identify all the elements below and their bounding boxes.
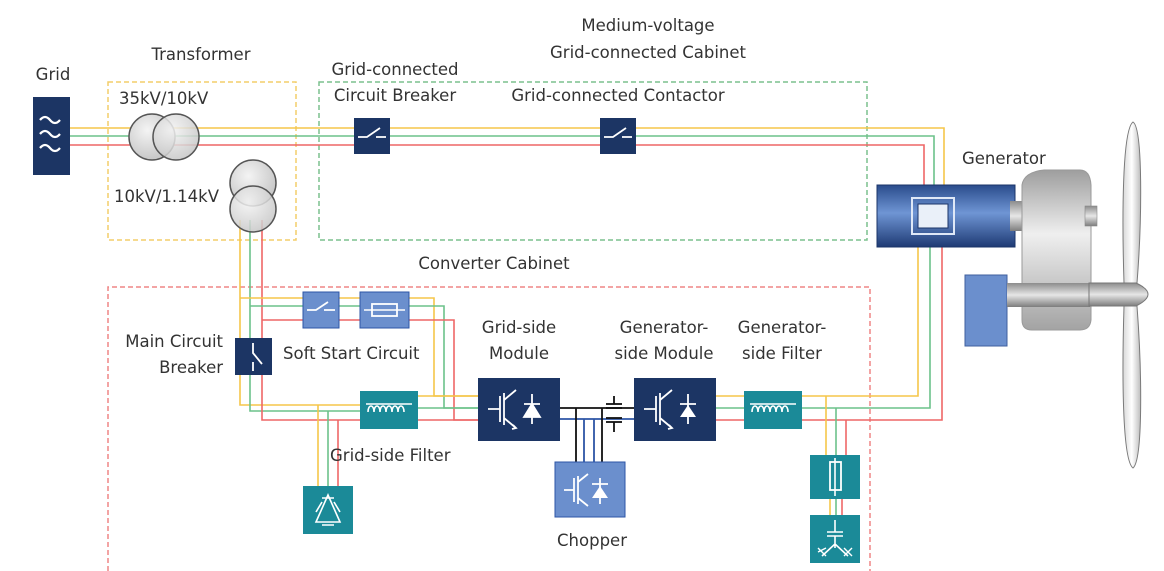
- dc-link: [560, 396, 634, 462]
- mv-cabinet-label-1: Medium-voltage: [581, 16, 715, 35]
- generator-side-module-label-2: side Module: [614, 344, 714, 363]
- soft-start-label: Soft Start Circuit: [283, 344, 420, 363]
- phase-b-gen: [802, 232, 931, 409]
- transformer-1-rating: 35kV/10kV: [119, 89, 209, 108]
- chopper-label: Chopper: [557, 531, 627, 550]
- rotor-blades-icon: [1088, 121, 1149, 469]
- grid-connected-contactor-icon: [600, 118, 636, 154]
- grid-side-module-label-1: Grid-side: [481, 318, 557, 337]
- generator-side-resistor-icon: [810, 455, 860, 499]
- grid-connected-breaker-label-2: Circuit Breaker: [333, 86, 457, 105]
- generator-side-capacitor-icon: [810, 515, 860, 563]
- transformer-2-icon: [229, 159, 277, 233]
- grid-side-filter-icon: [360, 391, 418, 429]
- soft-start-resistor-icon: [359, 291, 410, 329]
- generator-side-module-icon: [634, 378, 716, 441]
- generator-icon: [876, 184, 1032, 248]
- grid-side-capacitor-icon: [303, 486, 353, 534]
- grid-label: Grid: [35, 65, 71, 84]
- generator-label: Generator: [962, 149, 1046, 168]
- grid-connected-contactor-label: Grid-connected Contactor: [511, 86, 725, 105]
- nacelle-icon: [964, 169, 1098, 347]
- transformer-label: Transformer: [151, 45, 251, 64]
- transformer-2-rating: 10kV/1.14kV: [114, 187, 219, 206]
- grid-connected-breaker-label-1: Grid-connected: [331, 60, 459, 79]
- phase-c-gen: [802, 232, 943, 421]
- generator-side-filter-icon: [744, 391, 802, 429]
- mv-cabinet-box: [318, 81, 868, 241]
- mv-cabinet-label-2: Grid-connected Cabinet: [550, 43, 746, 62]
- dc-capacitor-icon: [606, 396, 622, 432]
- phase-a-gen: [802, 232, 919, 397]
- main-breaker-label-2: Breaker: [159, 358, 223, 377]
- grid-side-filter-label: Grid-side Filter: [330, 446, 451, 465]
- grid-connected-breaker-icon: [354, 118, 390, 154]
- grid-icon: [33, 97, 70, 175]
- chopper-icon: [554, 461, 626, 518]
- converter-cabinet-box: [107, 286, 871, 571]
- soft-start-switch-icon: [302, 291, 340, 329]
- transformer-box: [107, 81, 297, 241]
- grid-side-module-label-2: Module: [489, 344, 549, 363]
- converter-cabinet-label: Converter Cabinet: [418, 254, 570, 273]
- main-breaker-label-1: Main Circuit: [125, 332, 223, 351]
- generator-side-filter-label-2: side Filter: [742, 344, 822, 363]
- transformer-1-icon: [128, 113, 200, 161]
- generator-side-module-label-1: Generator-: [619, 318, 709, 337]
- grid-side-module-icon: [478, 378, 560, 441]
- main-circuit-breaker-icon: [235, 338, 272, 375]
- generator-side-filter-label-1: Generator-: [737, 318, 827, 337]
